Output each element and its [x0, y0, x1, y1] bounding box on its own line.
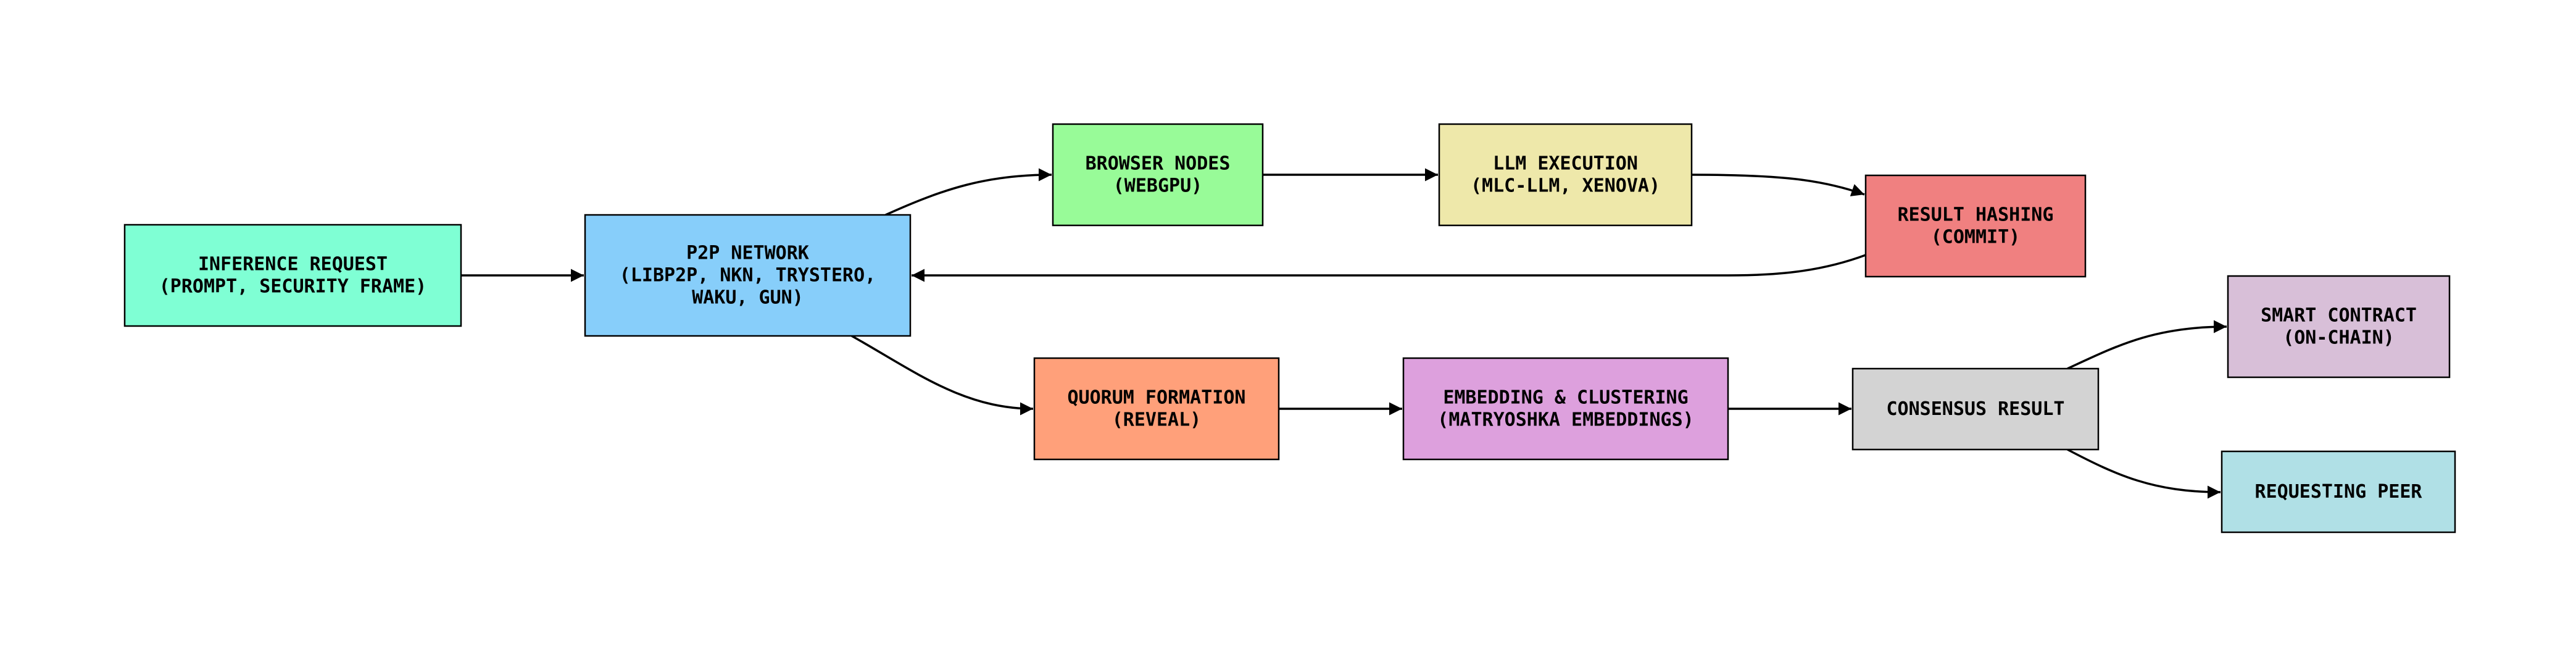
node-box-quorum	[1033, 357, 1280, 461]
node-browser: BROWSER NODES(WEBGPU)	[1052, 123, 1264, 227]
node-label-contract-line-2: (ON-CHAIN)	[2283, 327, 2395, 349]
node-box-contract	[2227, 275, 2451, 379]
node-label-peer-line-1: REQUESTING PEER	[2255, 481, 2423, 503]
node-box-browser	[1052, 123, 1264, 227]
node-label-quorum-line-2: (REVEAL)	[1112, 409, 1202, 431]
node-label-llm-line-2: (MLC-LLM, XENOVA)	[1471, 175, 1660, 197]
node-label-p2p-line-3: WAKU, GUN)	[692, 287, 804, 309]
node-box-embedding	[1402, 357, 1729, 461]
node-label-consensus-line-1: CONSENSUS RESULT	[1887, 398, 2065, 420]
node-box-inference	[123, 224, 462, 327]
node-peer: REQUESTING PEER	[2221, 450, 2456, 534]
arrow-consensus-to-peer	[2067, 448, 2221, 499]
node-box-peer	[2221, 450, 2456, 534]
node-box-consensus	[1851, 367, 2100, 451]
arrow-p2p-to-quorum	[851, 335, 1034, 416]
node-label-quorum-line-1: QUORUM FORMATION	[1068, 387, 1246, 409]
node-label-embedding-line-2: (MATRYOSHKA EMBEDDINGS)	[1437, 409, 1693, 431]
node-label-browser-line-2: (WEBGPU)	[1113, 175, 1203, 197]
nodes-layer: INFERENCE REQUEST(PROMPT, SECURITY FRAME…	[123, 123, 2456, 534]
arrow-hashing-to-p2p	[912, 254, 1866, 282]
node-box-llm	[1438, 123, 1693, 227]
node-embedding: EMBEDDING & CLUSTERING(MATRYOSHKA EMBEDD…	[1402, 357, 1729, 461]
node-label-hashing-line-2: (COMMIT)	[1931, 227, 2021, 248]
arrow-p2p-to-browser	[885, 168, 1052, 216]
node-label-inference-line-2: (PROMPT, SECURITY FRAME)	[159, 276, 426, 298]
node-label-llm-line-1: LLM EXECUTION	[1493, 153, 1638, 175]
node-label-p2p-line-1: P2P NETWORK	[686, 243, 809, 264]
node-consensus: CONSENSUS RESULT	[1851, 367, 2100, 451]
node-contract: SMART CONTRACT(ON-CHAIN)	[2227, 275, 2451, 379]
arrow-llm-to-hashing	[1691, 174, 1865, 196]
node-label-hashing-line-1: RESULT HASHING	[1898, 204, 2054, 226]
node-quorum: QUORUM FORMATION(REVEAL)	[1033, 357, 1280, 461]
node-label-p2p-line-2: (LIBP2P, NKN, TRYSTERO,	[620, 265, 876, 287]
node-box-hashing	[1864, 174, 2087, 278]
edges-layer	[461, 168, 2227, 499]
node-label-embedding-line-1: EMBEDDING & CLUSTERING	[1443, 387, 1688, 409]
node-label-browser-line-1: BROWSER NODES	[1086, 153, 1231, 175]
node-inference: INFERENCE REQUEST(PROMPT, SECURITY FRAME…	[123, 224, 462, 327]
node-llm: LLM EXECUTION(MLC-LLM, XENOVA)	[1438, 123, 1693, 227]
node-label-inference-line-1: INFERENCE REQUEST	[198, 254, 388, 275]
node-hashing: RESULT HASHING(COMMIT)	[1864, 174, 2087, 278]
arrow-consensus-to-contract	[2067, 320, 2227, 370]
node-label-contract-line-1: SMART CONTRACT	[2261, 305, 2417, 327]
node-box-p2p	[584, 214, 912, 337]
node-p2p: P2P NETWORK(LIBP2P, NKN, TRYSTERO,WAKU, …	[584, 214, 912, 337]
